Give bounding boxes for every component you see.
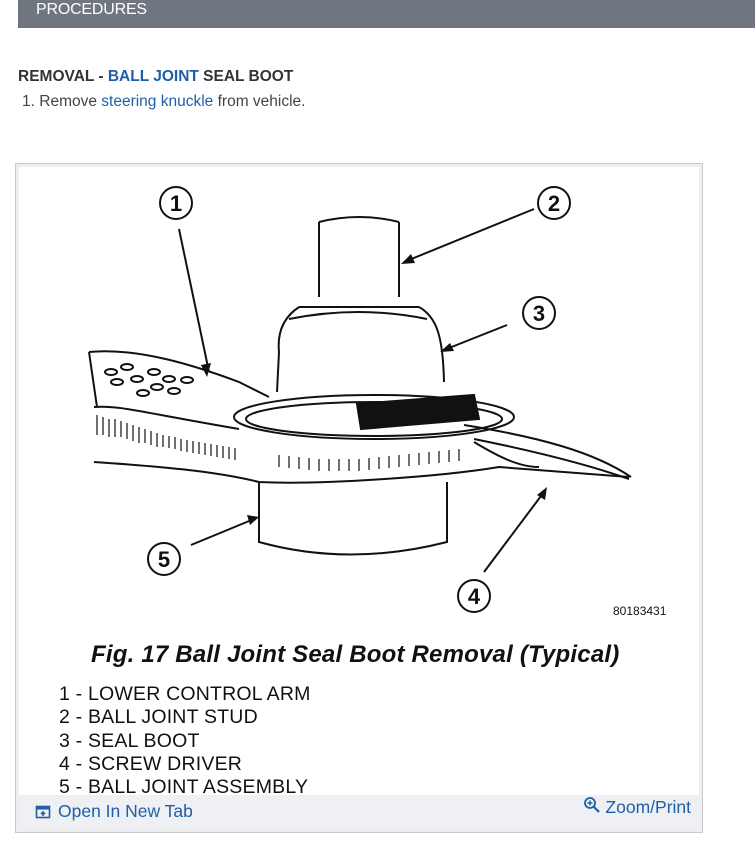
callout-2-label: 2 bbox=[548, 191, 560, 216]
section-header: PROCEDURES bbox=[18, 0, 755, 28]
legend-item: 4 - SCREW DRIVER bbox=[59, 752, 243, 775]
figure-footer: Open In New Tab Zoom/Print bbox=[19, 795, 699, 829]
ball-joint-link[interactable]: BALL JOINT bbox=[107, 68, 199, 85]
leader-4 bbox=[483, 491, 545, 573]
legend-item: 1 - LOWER CONTROL ARM bbox=[59, 683, 311, 705]
callout-1-circle bbox=[159, 186, 193, 220]
figure-legend: 1 - LOWER CONTROL ARM 2 - BALL JOINT STU… bbox=[59, 683, 311, 799]
procedure-step: 1. Remove steering knuckle from vehicle. bbox=[22, 93, 305, 111]
zoom-print-label: Zoom/Print bbox=[605, 797, 691, 817]
callout-4-circle bbox=[457, 579, 491, 613]
heading-prefix: REMOVAL - bbox=[18, 68, 108, 85]
callout-3-circle bbox=[522, 296, 556, 330]
control-arm-upper-edge bbox=[88, 350, 270, 398]
control-arm-inner-edge bbox=[93, 405, 240, 430]
figure-panel: 1 2 3 4 5 80183431 Fig. 17 Ball Joint Se… bbox=[15, 163, 703, 833]
callout-5-label: 5 bbox=[158, 547, 170, 572]
callout-1-label: 1 bbox=[170, 191, 182, 216]
callout-2-circle bbox=[537, 186, 571, 220]
step-suffix: from vehicle. bbox=[213, 93, 306, 110]
open-in-new-tab-label: Open In New Tab bbox=[58, 801, 193, 821]
leader-3 bbox=[443, 324, 508, 351]
legend-item: 2 - BALL JOINT STUD bbox=[59, 706, 258, 729]
procedure-heading: REMOVAL - BALL JOINT SEAL BOOT bbox=[18, 68, 293, 86]
open-new-tab-icon bbox=[35, 805, 51, 818]
heading-suffix: SEAL BOOT bbox=[198, 68, 294, 85]
callout-5-circle bbox=[147, 542, 181, 576]
leader-1 bbox=[178, 228, 210, 373]
control-arm-lower-edge bbox=[93, 461, 630, 484]
step-prefix: Remove bbox=[39, 93, 102, 110]
callout-3-label: 3 bbox=[533, 301, 545, 326]
open-in-new-tab-link[interactable]: Open In New Tab bbox=[35, 801, 193, 822]
zoom-print-link[interactable]: Zoom/Print bbox=[583, 796, 691, 818]
step-number: 1. bbox=[22, 93, 35, 110]
leader-2 bbox=[403, 208, 535, 263]
legend-item: 5 - BALL JOINT ASSEMBLY bbox=[59, 776, 309, 799]
section-title: PROCEDURES bbox=[36, 1, 147, 18]
leader-5 bbox=[190, 518, 255, 546]
legend-item: 3 - SEAL BOOT bbox=[59, 729, 200, 752]
figure-caption: Fig. 17 Ball Joint Seal Boot Removal (Ty… bbox=[91, 641, 620, 668]
steering-knuckle-link[interactable]: steering knuckle bbox=[101, 93, 214, 110]
figure-id: 80183431 bbox=[613, 604, 667, 618]
ball-joint-illustration: 1 2 3 4 5 bbox=[88, 186, 632, 613]
zoom-in-icon bbox=[584, 796, 601, 813]
callout-4-label: 4 bbox=[468, 584, 481, 609]
figure-image[interactable]: 1 2 3 4 5 80183431 Fig. 17 Ball Joint Se… bbox=[19, 167, 699, 798]
